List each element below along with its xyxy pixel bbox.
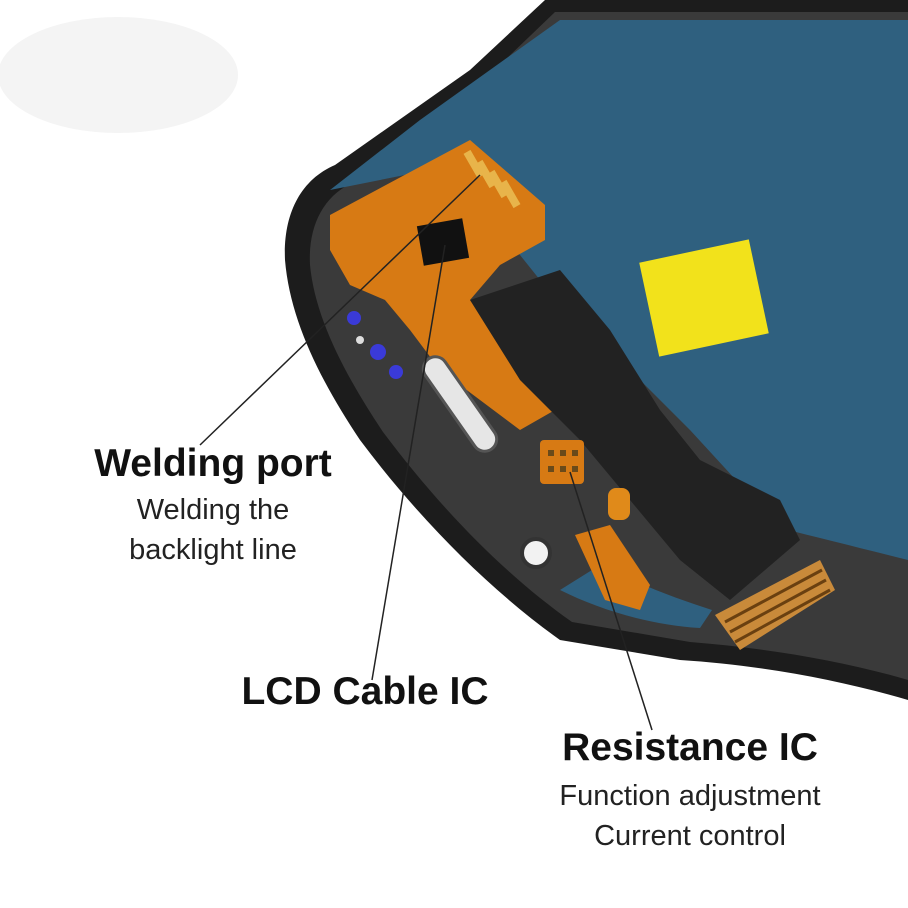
welding-port-line1: Welding the [136,494,290,526]
welding-port-leader [199,174,481,446]
welding-port-callout: Welding port Welding the backlight line [48,442,378,570]
lcd-cable-ic-leader [371,244,446,681]
camera-hole [520,537,552,569]
sensor-hole [356,336,364,344]
resistance-ic-pads [548,450,578,472]
resistance-ic-leader [569,471,653,731]
resistance-ic-chip [540,440,584,484]
welding-port-line2: backlight line [129,534,297,566]
welding-port-pads [463,149,521,209]
flex-cable [330,140,560,430]
board-connector [715,560,835,650]
lcd-cable-ic-callout: LCD Cable IC [200,670,530,714]
ribbon-cable [470,270,800,600]
resistance-ic-callout: Resistance IC Function adjustment Curren… [510,726,870,856]
lcd-cable-ic-title: LCD Cable IC [241,670,489,713]
sensor-dot [347,311,361,325]
resistance-ic-title: Resistance IC [562,726,818,769]
earpiece-slot [421,355,499,453]
yellow-sticker [639,239,769,357]
resistance-ic-line1: Function adjustment [559,780,821,812]
sensor-dot [389,365,403,379]
resistance-ic-line2: Current control [594,820,786,852]
background-smudge [0,17,238,133]
lcd-cable-ic-chip [416,218,470,266]
small-component [608,488,630,520]
connector-pins [724,568,831,644]
sensor-dot [370,344,386,360]
welding-port-title: Welding port [94,442,332,485]
